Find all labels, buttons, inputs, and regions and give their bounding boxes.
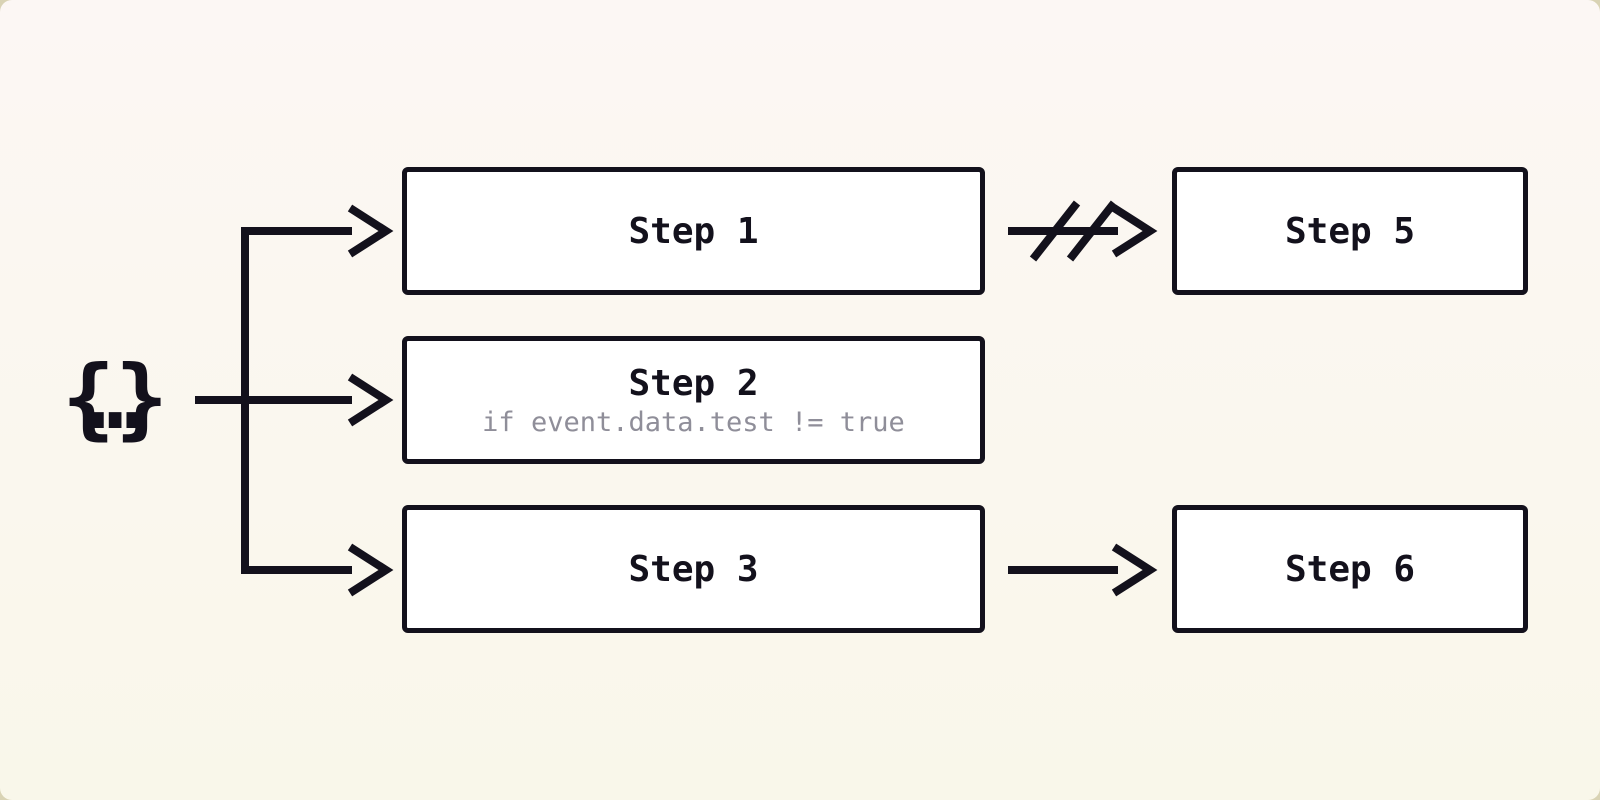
- node-step1-label: Step 1: [628, 210, 759, 252]
- node-step2-condition: if event.data.test != true: [482, 406, 905, 438]
- edge-step1-to-step5-cancelled-arrow: [1008, 200, 1158, 262]
- arrowhead-icon: [347, 373, 394, 427]
- node-step3: Step 3: [402, 505, 985, 633]
- node-step1: Step 1: [402, 167, 985, 295]
- node-step6: Step 6: [1172, 505, 1528, 633]
- node-step2-label: Step 2: [628, 362, 759, 404]
- arrowhead-icon: [1111, 543, 1158, 597]
- node-step2: Step 2 if event.data.test != true: [402, 336, 985, 464]
- arrowhead-icon: [347, 204, 394, 258]
- node-step5: Step 5: [1172, 167, 1528, 295]
- event-payload-icon: {…}: [62, 346, 168, 449]
- edge-event-to-step2-arrow: [195, 373, 394, 427]
- edge-event-fanout-trunk: [241, 204, 394, 597]
- cancel-slash-icon: [1066, 200, 1118, 262]
- node-step6-label: Step 6: [1284, 548, 1416, 590]
- cancel-slash-icon: [1029, 200, 1081, 262]
- node-step3-label: Step 3: [628, 548, 759, 590]
- edge-step3-to-step6-arrow: [1008, 543, 1158, 597]
- node-step5-label: Step 5: [1284, 210, 1416, 252]
- arrowhead-icon: [1111, 204, 1158, 258]
- arrowhead-icon: [347, 543, 394, 597]
